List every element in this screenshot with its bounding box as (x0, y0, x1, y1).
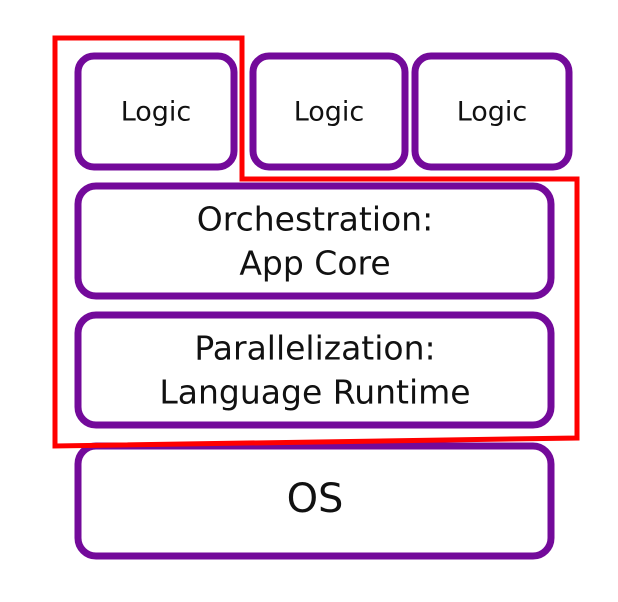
os-box (74, 442, 555, 560)
os-label: OS (287, 476, 344, 522)
orchestration-subtitle: App Core (239, 244, 390, 283)
parallelization-box (74, 311, 555, 429)
os-layer: OS (74, 442, 555, 560)
orchestration-box (74, 182, 555, 300)
logic-block-2-box (249, 52, 409, 171)
parallelization-layer: Parallelization: Language Runtime (74, 311, 555, 429)
logic-block-3-box (411, 52, 573, 171)
logic-block-1-label: Logic (121, 97, 192, 128)
orchestration-title: Orchestration: (197, 200, 433, 239)
logic-block-2: Logic (249, 52, 409, 171)
parallelization-subtitle: Language Runtime (159, 373, 470, 412)
logic-block-1: Logic (74, 52, 238, 171)
logic-block-2-label: Logic (294, 97, 365, 128)
parallelization-title: Parallelization: (194, 329, 435, 368)
logic-block-3-label: Logic (457, 97, 528, 128)
logic-block-3: Logic (411, 52, 573, 171)
orchestration-layer: Orchestration: App Core (74, 182, 555, 300)
logic-block-1-box (74, 52, 238, 171)
highlight-outline (52, 35, 580, 449)
